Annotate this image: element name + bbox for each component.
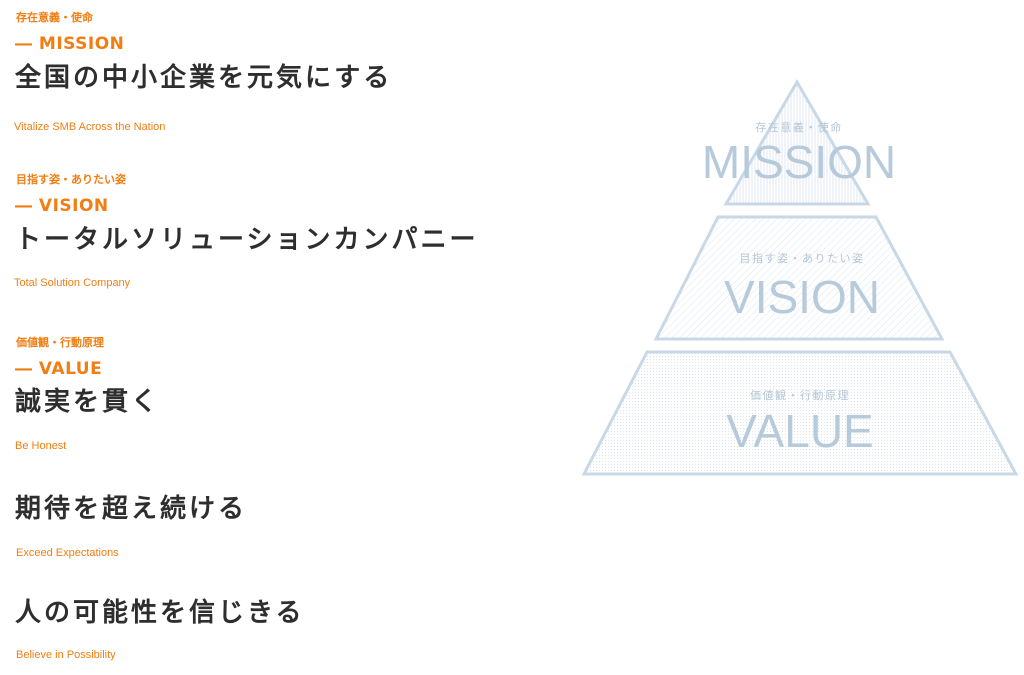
pyramid-tier-mission: 存在意義・使命 MISSION (702, 79, 896, 206)
pyramid-value-jp: 価値観・行動原理 (750, 388, 850, 402)
pyramid-vision-jp: 目指す姿・ありたい姿 (740, 251, 865, 265)
pyramid-vision-en: VISION (724, 271, 880, 323)
value-heading-2: 期待を超え続ける (15, 494, 248, 524)
pyramid-value-en: VALUE (726, 405, 873, 457)
pyramid-mission-jp: 存在意義・使命 (755, 120, 843, 134)
pyramid-mission-en: MISSION (702, 136, 896, 188)
mission-label: ― MISSION (15, 34, 125, 54)
value-english-1: Be Honest (15, 440, 67, 452)
mission-heading: 全国の中小企業を元気にする (15, 63, 393, 93)
value-heading-3: 人の可能性を信じきる (15, 598, 305, 628)
pyramid-diagram: 存在意義・使命 MISSION 目指す姿・ありたい姿 VISION 価値観・行動… (581, 79, 1019, 476)
value-english-2: Exceed Expectations (16, 547, 119, 559)
vision-heading: トータルソリューションカンパニー (15, 225, 479, 255)
pyramid-tier-vision: 目指す姿・ありたい姿 VISION (653, 215, 945, 341)
vision-english: Total Solution Company (14, 277, 131, 289)
value-heading-1: 誠実を貫く (15, 387, 161, 417)
mission-english: Vitalize SMB Across the Nation (14, 121, 166, 133)
mission-tag: 存在意義・使命 (16, 11, 93, 24)
vision-tag: 目指す姿・ありたい姿 (16, 173, 126, 186)
value-english-3: Believe in Possibility (16, 649, 116, 661)
pyramid-tier-value: 価値観・行動原理 VALUE (581, 350, 1019, 476)
value-label: ― VALUE (15, 359, 103, 379)
value-tag: 価値観・行動原理 (16, 336, 104, 349)
vision-label: ― VISION (15, 196, 109, 216)
